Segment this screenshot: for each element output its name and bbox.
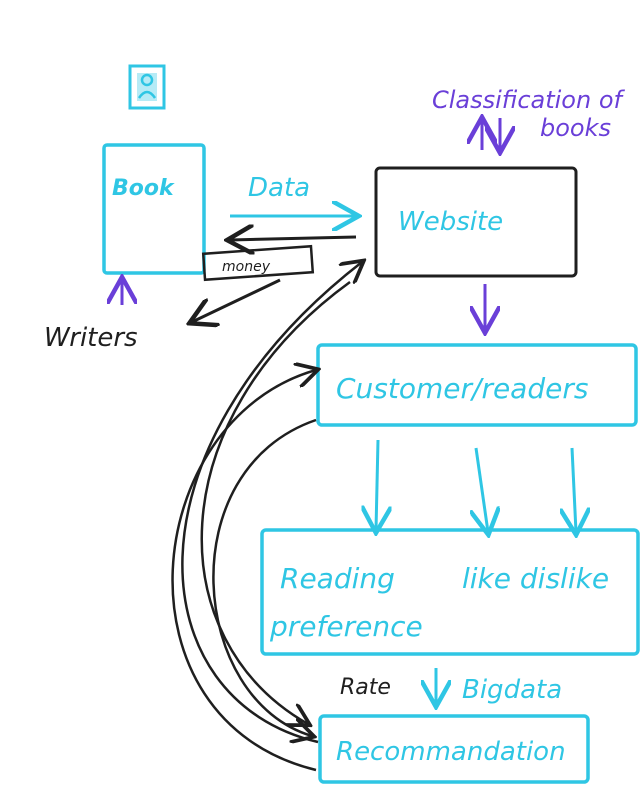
feedback-curve-4 — [200, 280, 351, 724]
website-label: Website — [398, 207, 503, 237]
writers-label: Writers — [44, 323, 138, 353]
classification-line2: books — [540, 114, 611, 142]
classification-line1: Classification of — [432, 86, 626, 114]
customer-to-dislike-arrow — [572, 447, 576, 532]
money-to-writers-arrow — [192, 278, 281, 322]
data-label: Data — [248, 173, 310, 203]
money-label: money — [222, 259, 271, 275]
feedback-curve-2 — [171, 370, 316, 772]
customer-label: Customer/readers — [336, 372, 588, 405]
book-label: Book — [112, 176, 175, 201]
feedback-curve-1 — [181, 262, 362, 744]
preferences-box — [260, 528, 640, 656]
feedback-curve-3 — [212, 418, 316, 736]
rate-label: Rate — [340, 675, 391, 700]
book-box — [102, 143, 206, 275]
money-arrow — [230, 237, 357, 240]
reading-line2: preference — [269, 610, 423, 643]
recommendation-label: Recommandation — [336, 737, 566, 767]
book-icon — [128, 64, 166, 110]
money-box — [201, 244, 315, 282]
like-dislike-label: like dislike — [462, 562, 609, 595]
recommendation-box — [318, 714, 590, 784]
customer-to-like-arrow — [476, 447, 488, 532]
reading-line1: Reading — [280, 562, 395, 595]
bigdata-label: Bigdata — [462, 675, 562, 705]
customer-to-reading-arrow — [376, 439, 378, 530]
website-box — [374, 166, 578, 278]
